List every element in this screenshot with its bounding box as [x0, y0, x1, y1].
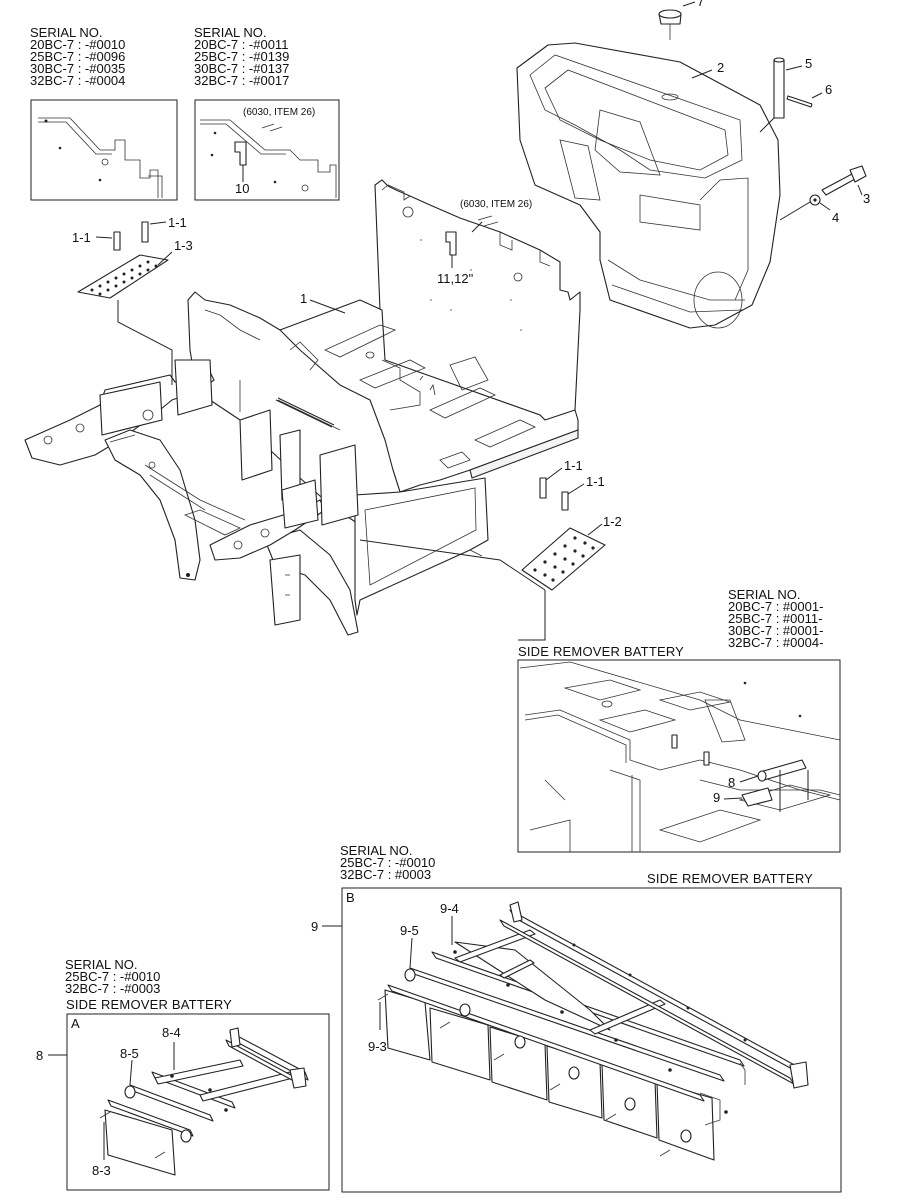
callout-1-2: 1-2: [603, 514, 622, 529]
serial-line: 20BC-7 : #0001-: [728, 599, 823, 614]
serial-title: SERIAL NO.: [65, 957, 137, 972]
callout-8-5: 8-5: [120, 1046, 139, 1061]
serial-line: 32BC-7 : #0004-: [728, 635, 823, 650]
cover-plate-part-1-3: 1-1 1-1 1-3: [72, 215, 193, 385]
serial-line: 20BC-7 : -#0010: [30, 37, 125, 52]
callout-1-1: 1-1: [586, 474, 605, 489]
callout-1-1: 1-1: [564, 458, 583, 473]
reference-note: (6030, ITEM 26): [460, 199, 532, 210]
callout-8-4: 8-4: [162, 1025, 181, 1040]
callout-9-5: 9-5: [400, 923, 419, 938]
serial-line: 32BC-7 : -#0003: [65, 981, 160, 996]
plate-1-3-holes: [90, 260, 158, 296]
inset-box-top-left: [30, 99, 178, 201]
callout-8-3: 8-3: [92, 1163, 111, 1178]
serial-line: 25BC-7 : -#0010: [65, 969, 160, 984]
callout-6: 6: [825, 82, 832, 97]
serial-title: SERIAL NO.: [30, 25, 102, 40]
serial-block-right: SERIAL NO. 20BC-7 : #0001- 25BC-7 : #001…: [728, 587, 823, 650]
pin-part-6: 6: [786, 82, 832, 108]
callout-1-1: 1-1: [72, 230, 91, 245]
serial-block-top-mid: SERIAL NO. 20BC-7 : -#0011 25BC-7 : -#01…: [194, 25, 289, 88]
callout-8-inset: 8: [728, 775, 735, 790]
box-letter-b: B: [346, 890, 355, 905]
serial-block-top-left: SERIAL NO. 20BC-7 : -#0010 25BC-7 : -#00…: [30, 25, 125, 88]
inset-box-side-remover: [517, 659, 841, 853]
serial-line: 25BC-7 : -#0010: [340, 855, 435, 870]
serial-title: SERIAL NO.: [340, 843, 412, 858]
inset-box-top-mid: [194, 99, 340, 201]
detail-box-a: [66, 1013, 330, 1191]
callout-9-inset: 9: [713, 790, 720, 805]
inset-top-mid-drawing: (6030, ITEM 26) 10: [200, 107, 337, 198]
serial-title: SERIAL NO.: [728, 587, 800, 602]
washer-part-4: 4: [779, 194, 839, 225]
serial-line: 25BC-7 : -#0139: [194, 49, 289, 64]
serial-line: 30BC-7 : -#0137: [194, 61, 289, 76]
battery-housing-part-2: 2: [516, 42, 781, 329]
frame-part-1: 1: [24, 179, 581, 636]
serial-line: 32BC-7 : -#0004: [30, 73, 125, 88]
callout-10: 10: [235, 181, 249, 196]
pin-part-5: 5: [759, 56, 812, 133]
serial-line: 30BC-7 : #0001-: [728, 623, 823, 638]
callout-8: 8: [36, 1048, 43, 1063]
serial-block-box-b: SERIAL NO. 25BC-7 : -#0010 32BC-7 : #000…: [340, 843, 435, 882]
callout-1-1: 1-1: [168, 215, 187, 230]
callout-3: 3: [863, 191, 870, 206]
cap-part-7: 7: [658, 0, 704, 40]
section-title: SIDE REMOVER BATTERY: [66, 997, 232, 1012]
serial-line: 32BC-7 : -#0017: [194, 73, 289, 88]
box-letter-a: A: [71, 1016, 80, 1031]
callout-2: 2: [717, 60, 724, 75]
callout-7: 7: [697, 0, 704, 9]
serial-line: 25BC-7 : -#0096: [30, 49, 125, 64]
serial-block-box-a: SERIAL NO. 25BC-7 : -#0010 32BC-7 : -#00…: [65, 957, 160, 996]
side-remover-assembly-a: 8-4 8-5 8-3: [92, 1025, 309, 1178]
inset-top-left-drawing: [38, 117, 163, 198]
section-title: SIDE REMOVER BATTERY: [647, 871, 813, 886]
callout-1-3: 1-3: [174, 238, 193, 253]
serial-line: 32BC-7 : #0003: [340, 867, 431, 882]
callout-9: 9: [311, 919, 318, 934]
cover-plate-part-1-2: 1-1 1-1 1-2: [359, 458, 622, 641]
plate-1-2-holes: [533, 536, 595, 582]
bolt-part-3: 3: [821, 165, 870, 206]
callout-9-3: 9-3: [368, 1039, 387, 1054]
inset-side-remover-drawing: 8 9: [519, 661, 841, 852]
serial-line: 25BC-7 : #0011-: [728, 611, 822, 626]
serial-line: 20BC-7 : -#0011: [194, 37, 288, 52]
detail-box-b: [341, 887, 842, 1193]
serial-line: 30BC-7 : -#0035: [30, 61, 125, 76]
clip-part-11-12: (6030, ITEM 26) 11,12": [437, 199, 532, 286]
section-title: SIDE REMOVER BATTERY: [518, 644, 684, 659]
callout-1: 1: [300, 291, 307, 306]
callout-11-12: 11,12": [437, 271, 474, 286]
callout-9-4: 9-4: [440, 901, 459, 916]
reference-note: (6030, ITEM 26): [243, 107, 315, 118]
callout-5: 5: [805, 56, 812, 71]
side-remover-assembly-b: 9-4 9-5 9-3: [368, 901, 809, 1161]
serial-title: SERIAL NO.: [194, 25, 266, 40]
callout-4: 4: [832, 210, 839, 225]
